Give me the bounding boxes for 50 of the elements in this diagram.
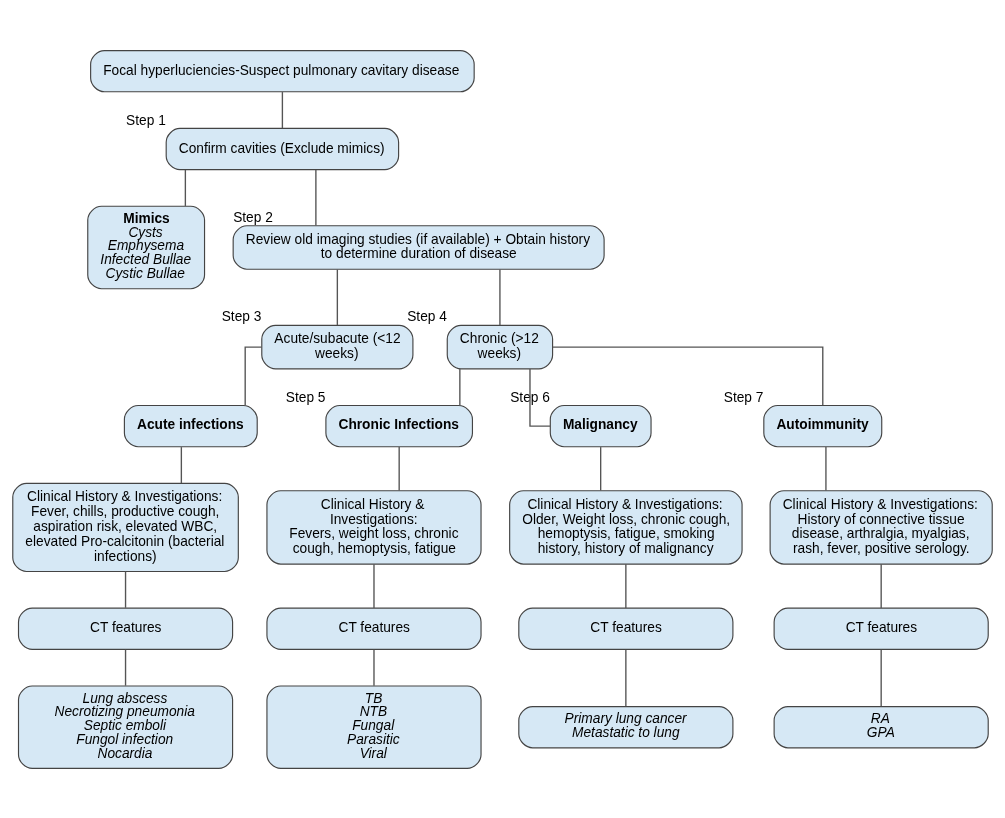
node-label: Step 5 — [285, 389, 326, 405]
node-box: CT features — [518, 607, 734, 650]
node-box: Clinical History & Investigations: Fevers, weight loss, chronic cough, hemoptysis, fatigue — [266, 489, 482, 565]
node-box: CT features — [17, 607, 234, 650]
connector — [529, 367, 551, 427]
node-box: CT features — [773, 607, 989, 650]
node-box: Lung abscess Necrotizing pneumonia Septic emboli Fungol infection Nocardia — [17, 684, 234, 769]
node-box: RA GPA — [773, 705, 989, 748]
connector — [398, 445, 400, 491]
node-box: Chronic Infections — [325, 404, 473, 447]
connector — [625, 563, 627, 609]
connector — [625, 648, 627, 707]
node-box: Focal hyperluciencies-Suspect pulmonary cavitary disease — [90, 49, 475, 92]
node-label: Step 3 — [221, 308, 262, 324]
node-box: Primary lung cancer Metastatic to lung — [518, 705, 734, 748]
connector — [124, 570, 127, 608]
node-label: Step 6 — [510, 389, 550, 405]
node-box: Chronic (>12 weeks) — [446, 324, 554, 369]
connector — [281, 90, 284, 129]
connector — [499, 268, 501, 326]
node-label: Step 1 — [126, 112, 166, 128]
connector — [244, 345, 263, 406]
connector — [373, 563, 375, 609]
node-box: Clinical History & Investigations: History of connective tissue disease, arthralgia, myalgias, rash, fever, positive serology. — [769, 489, 993, 565]
connector — [459, 367, 461, 406]
node-label: Step 7 — [723, 389, 764, 405]
connector — [336, 268, 339, 326]
connector — [315, 168, 317, 226]
connector — [825, 445, 827, 491]
node-box: Acute/subacute (<12 weeks) — [261, 324, 414, 369]
connector — [124, 648, 127, 686]
node-box: Clinical History & Investigations: Fever, chills, productive cough, aspiration risk, elevated WBC, elevated Pro-calcitonin (bacterial infections) — [12, 482, 239, 572]
node-box: Mimics Cysts Emphysema Infected Bullae Cystic Bullae — [87, 205, 206, 289]
node-box: TB NTB Fungal Parasitic Viral — [266, 684, 482, 769]
node-box: Malignancy — [549, 404, 652, 447]
connector — [880, 563, 882, 609]
connector — [184, 168, 187, 207]
node-label: Step 2 — [233, 209, 273, 225]
node-box: Confirm cavities (Exclude mimics) — [165, 127, 400, 170]
node-box: Review old imaging studies (if available) + Obtain history to determine duration of disease — [232, 224, 605, 270]
node-label: Step 4 — [407, 308, 447, 324]
connector — [600, 445, 602, 491]
connector — [880, 648, 882, 707]
connector — [552, 345, 824, 406]
node-box: CT features — [266, 607, 482, 650]
node-box: Acute infections — [123, 404, 258, 447]
node-box: Clinical History & Investigations: Older, Weight loss, chronic cough, hemoptysis, fatigue, smoking history, history of malignancy — [509, 489, 743, 565]
node-box: Autoimmunity — [763, 404, 883, 447]
connector — [180, 445, 183, 484]
connector — [373, 648, 375, 686]
